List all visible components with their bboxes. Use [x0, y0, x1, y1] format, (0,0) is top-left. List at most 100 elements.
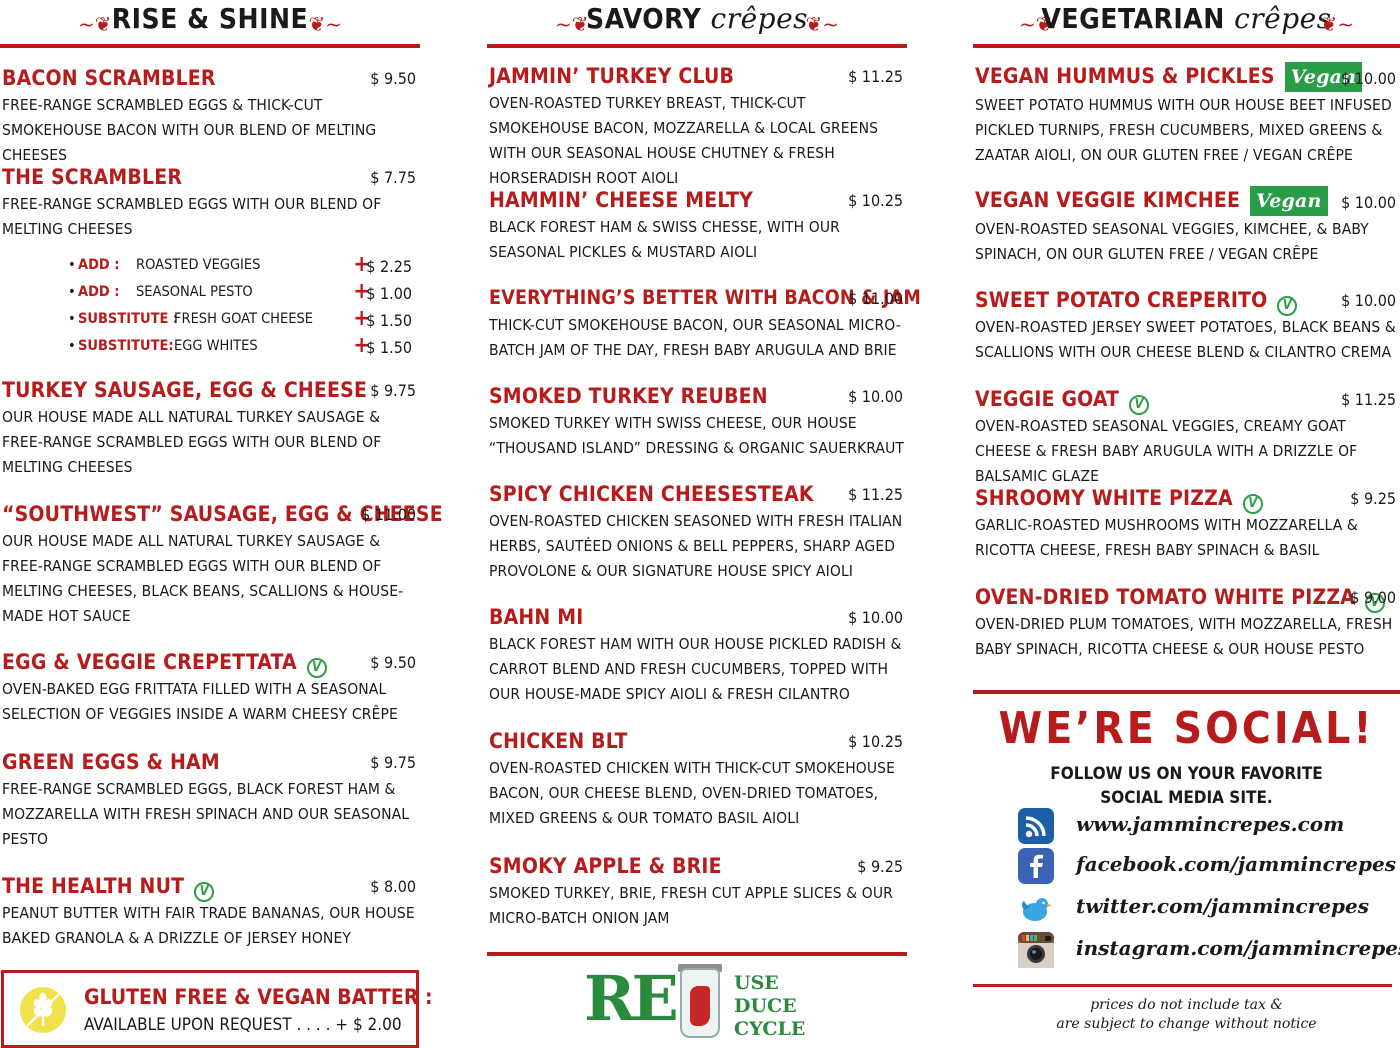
gluten-free-subtitle: AVAILABLE UPON REQUEST . . . . + $ 2.00 — [84, 1015, 402, 1035]
logo-re: RE — [584, 962, 679, 1035]
vegetarian-icon: V — [1365, 593, 1386, 613]
item-price: $ 10.00 — [1341, 193, 1396, 212]
divider — [973, 690, 1400, 694]
social-link-facebook[interactable]: facebook.com/jammincrepes — [1018, 846, 1398, 886]
item-description: SMOKED TURKEY WITH SWISS CHEESE, OUR HOU… — [489, 414, 904, 457]
item-description: PEANUT BUTTER WITH FAIR TRADE BANANAS, O… — [2, 904, 415, 947]
flourish-icon: ~❦ — [78, 12, 112, 36]
divider — [973, 984, 1392, 987]
item-price: $ 9.75 — [370, 753, 416, 772]
item-name: EVERYTHING’S BETTER WITH BACON & JAM — [489, 286, 922, 309]
item-description: OVEN-BAKED EGG FRITTATA FILLED WITH A SE… — [2, 680, 398, 723]
instagram-icon — [1018, 932, 1054, 968]
item-description: GARLIC-ROASTED MUSHROOMS WITH MOZZARELLA… — [975, 516, 1358, 559]
new-jersey-icon — [690, 986, 710, 1026]
social-link-website[interactable]: www.jammincrepes.com — [1018, 806, 1398, 846]
addon-row: • ADD : SEASONAL PESTO + $ 1.00 — [68, 279, 416, 307]
addon-option: SEASONAL PESTO — [136, 284, 253, 300]
item-description: OUR HOUSE MADE ALL NATURAL TURKEY SAUSAG… — [2, 532, 404, 625]
item-price: $ 10.00 — [1341, 291, 1396, 310]
social-link-twitter[interactable]: twitter.com/jammincrepes — [1018, 888, 1398, 928]
item-name: BACON SCRAMBLER — [2, 66, 216, 90]
vegetarian-icon: V — [1242, 494, 1263, 514]
social-link-text[interactable]: www.jammincrepes.com — [1076, 812, 1345, 836]
item-description: THICK-CUT SMOKEHOUSE BACON, OUR SEASONAL… — [489, 316, 901, 359]
plus-icon: + — [353, 306, 370, 331]
bullet: • — [68, 338, 76, 354]
section-title: VEGETARIAN crêpes — [1041, 2, 1332, 35]
addon-row: • SUBSTITUTE : FRESH GOAT CHEESE + $ 1.5… — [68, 306, 416, 334]
rise-shine-column: ~❦ RISE & SHINE ❦~ BACON SCRAMBLER $ 9.5… — [0, 0, 443, 947]
bullet: • — [68, 311, 76, 327]
item-description: BLACK FOREST HAM & SWISS CHESSE, WITH OU… — [489, 218, 840, 261]
flourish-icon: ~❦ — [1019, 12, 1053, 36]
item-name: BAHN MI — [489, 605, 584, 629]
plus-icon: + — [353, 333, 370, 358]
savory-crepes-column: ~❦ SAVORY crêpes ❦~ JAMMIN’ TURKEY CLUB … — [487, 0, 921, 927]
item-price: $ 10.25 — [848, 732, 903, 751]
facebook-icon — [1018, 848, 1054, 884]
social-title: WE’RE SOCIAL! — [998, 703, 1375, 754]
vegan-badge: Vegan — [1250, 186, 1328, 216]
item-price: $ 9.00 — [1350, 588, 1396, 607]
item-price: $ 8.00 — [370, 877, 416, 896]
social-link-text[interactable]: instagram.com/jammincrepes — [1076, 936, 1400, 960]
price-disclaimer: prices do not include tax & are subject … — [1056, 997, 1317, 1032]
item-description: SMOKED TURKEY, BRIE, FRESH CUT APPLE SLI… — [489, 884, 893, 927]
item-price: $ 10.25 — [848, 191, 903, 210]
addon-price: $ 1.50 — [366, 311, 412, 330]
item-name: “SOUTHWEST” SAUSAGE, EGG & CHEESE — [2, 502, 443, 526]
item-price: $ 10.00 — [1341, 69, 1396, 88]
plus-icon: + — [353, 279, 370, 304]
vegetarian-icon: V — [1129, 395, 1150, 415]
reuse-reduce-recycle-logo: RE USE DUCE CYCLE — [584, 962, 824, 1044]
item-description: FREE-RANGE SCRAMBLED EGGS & THICK-CUT SM… — [2, 96, 377, 164]
addon-price: $ 2.25 — [366, 257, 412, 276]
social-link-text[interactable]: facebook.com/jammincrepes — [1076, 852, 1396, 876]
section-title: SAVORY crêpes — [585, 2, 809, 35]
addon-option: FRESH GOAT CHEESE — [174, 311, 314, 327]
item-price: $ 11.00 — [848, 289, 903, 308]
wheat-icon — [20, 987, 66, 1033]
item-name: CHICKEN BLT — [489, 729, 628, 753]
bullet: • — [68, 284, 76, 300]
gluten-free-title: GLUTEN FREE & VEGAN BATTER : — [84, 985, 433, 1009]
addon-price: $ 1.50 — [366, 338, 412, 357]
item-description: OVEN-ROASTED CHICKEN SEASONED WITH FRESH… — [489, 512, 903, 580]
addon-label: ADD : — [78, 284, 120, 300]
logo-words: USE DUCE CYCLE — [734, 972, 806, 1040]
item-description: FREE-RANGE SCRAMBLED EGGS, BLACK FOREST … — [2, 780, 410, 848]
flourish-icon: ❦~ — [308, 12, 342, 36]
vegetarian-icon: V — [306, 658, 327, 678]
item-description: OVEN-ROASTED JERSEY SWEET POTATOES, BLAC… — [975, 318, 1396, 361]
item-description: FREE-RANGE SCRAMBLED EGGS WITH OUR BLEND… — [2, 195, 382, 238]
vegetarian-header: ~❦ VEGETARIAN crêpes ❦~ — [973, 0, 1400, 48]
item-description: BLACK FOREST HAM WITH OUR HOUSE PICKLED … — [489, 635, 902, 703]
flourish-icon: ~❦ — [555, 12, 589, 36]
item-name: TURKEY SAUSAGE, EGG & CHEESE — [2, 378, 368, 402]
item-description: OVEN-DRIED PLUM TOMATOES, WITH MOZZARELL… — [975, 615, 1393, 658]
plus-icon: + — [353, 252, 370, 277]
addon-option: EGG WHITES — [174, 338, 258, 354]
item-name: SMOKY APPLE & BRIE — [489, 854, 722, 878]
savory-header: ~❦ SAVORY crêpes ❦~ — [487, 0, 907, 48]
divider — [487, 952, 907, 956]
item-name: GREEN EGGS & HAM — [2, 750, 220, 774]
addon-label: ADD : — [78, 257, 120, 273]
item-description: SWEET POTATO HUMMUS WITH OUR HOUSE BEET … — [975, 96, 1392, 164]
item-price: $ 11.00 — [361, 505, 416, 524]
item-name: SPICY CHICKEN CHEESESTEAK — [489, 482, 814, 506]
addon-label: SUBSTITUTE : — [78, 311, 179, 327]
addon-label: SUBSTITUTE: — [78, 338, 174, 354]
flourish-icon: ❦~ — [1320, 12, 1354, 36]
social-link-text[interactable]: twitter.com/jammincrepes — [1076, 894, 1369, 918]
social-link-instagram[interactable]: instagram.com/jammincrepes — [1018, 930, 1400, 970]
section-title: RISE & SHINE — [111, 2, 309, 35]
item-price: $ 9.25 — [857, 857, 903, 876]
rise-shine-header: ~❦ RISE & SHINE ❦~ — [0, 0, 420, 48]
